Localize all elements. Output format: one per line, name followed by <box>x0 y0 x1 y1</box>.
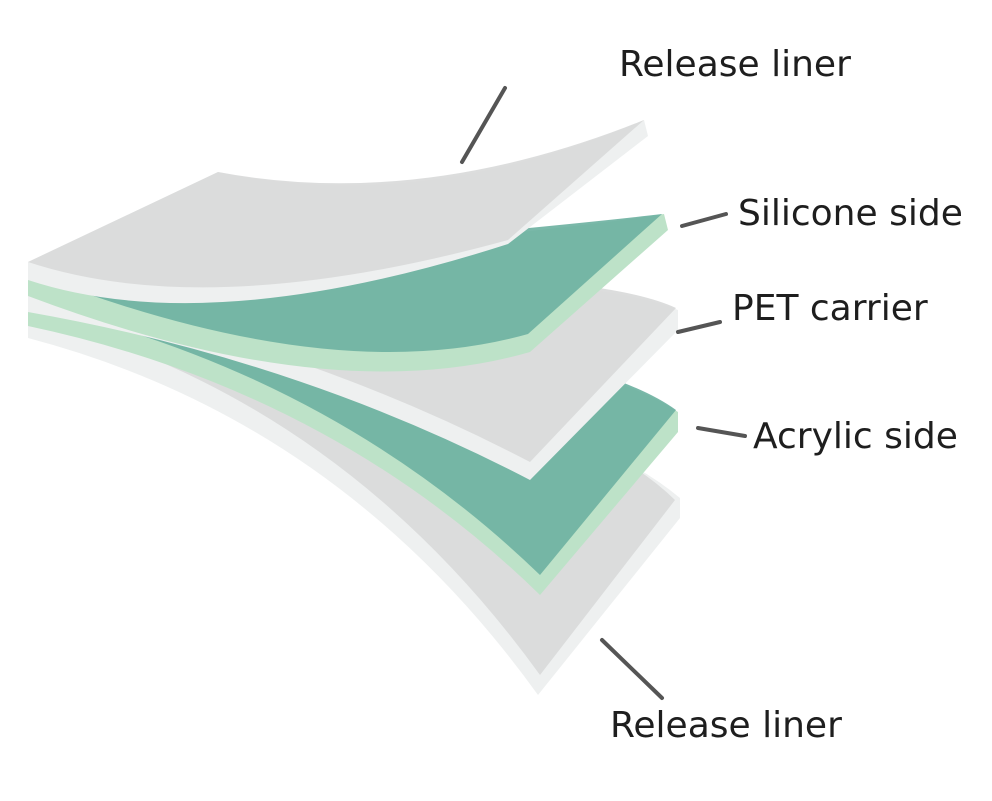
leader-line-acrylic-side <box>698 428 745 436</box>
label-silicone-side: Silicone side <box>738 193 963 234</box>
label-release-liner-bottom: Release liner <box>610 705 842 746</box>
label-release-liner-top: Release liner <box>619 44 851 85</box>
label-acrylic-side: Acrylic side <box>753 416 958 457</box>
label-pet-carrier: PET carrier <box>732 288 928 329</box>
leader-line-release-liner-bottom <box>602 640 662 698</box>
leader-line-silicone-side <box>682 214 726 226</box>
leader-line-release-liner-top <box>462 88 505 162</box>
leader-line-pet-carrier <box>678 322 720 332</box>
